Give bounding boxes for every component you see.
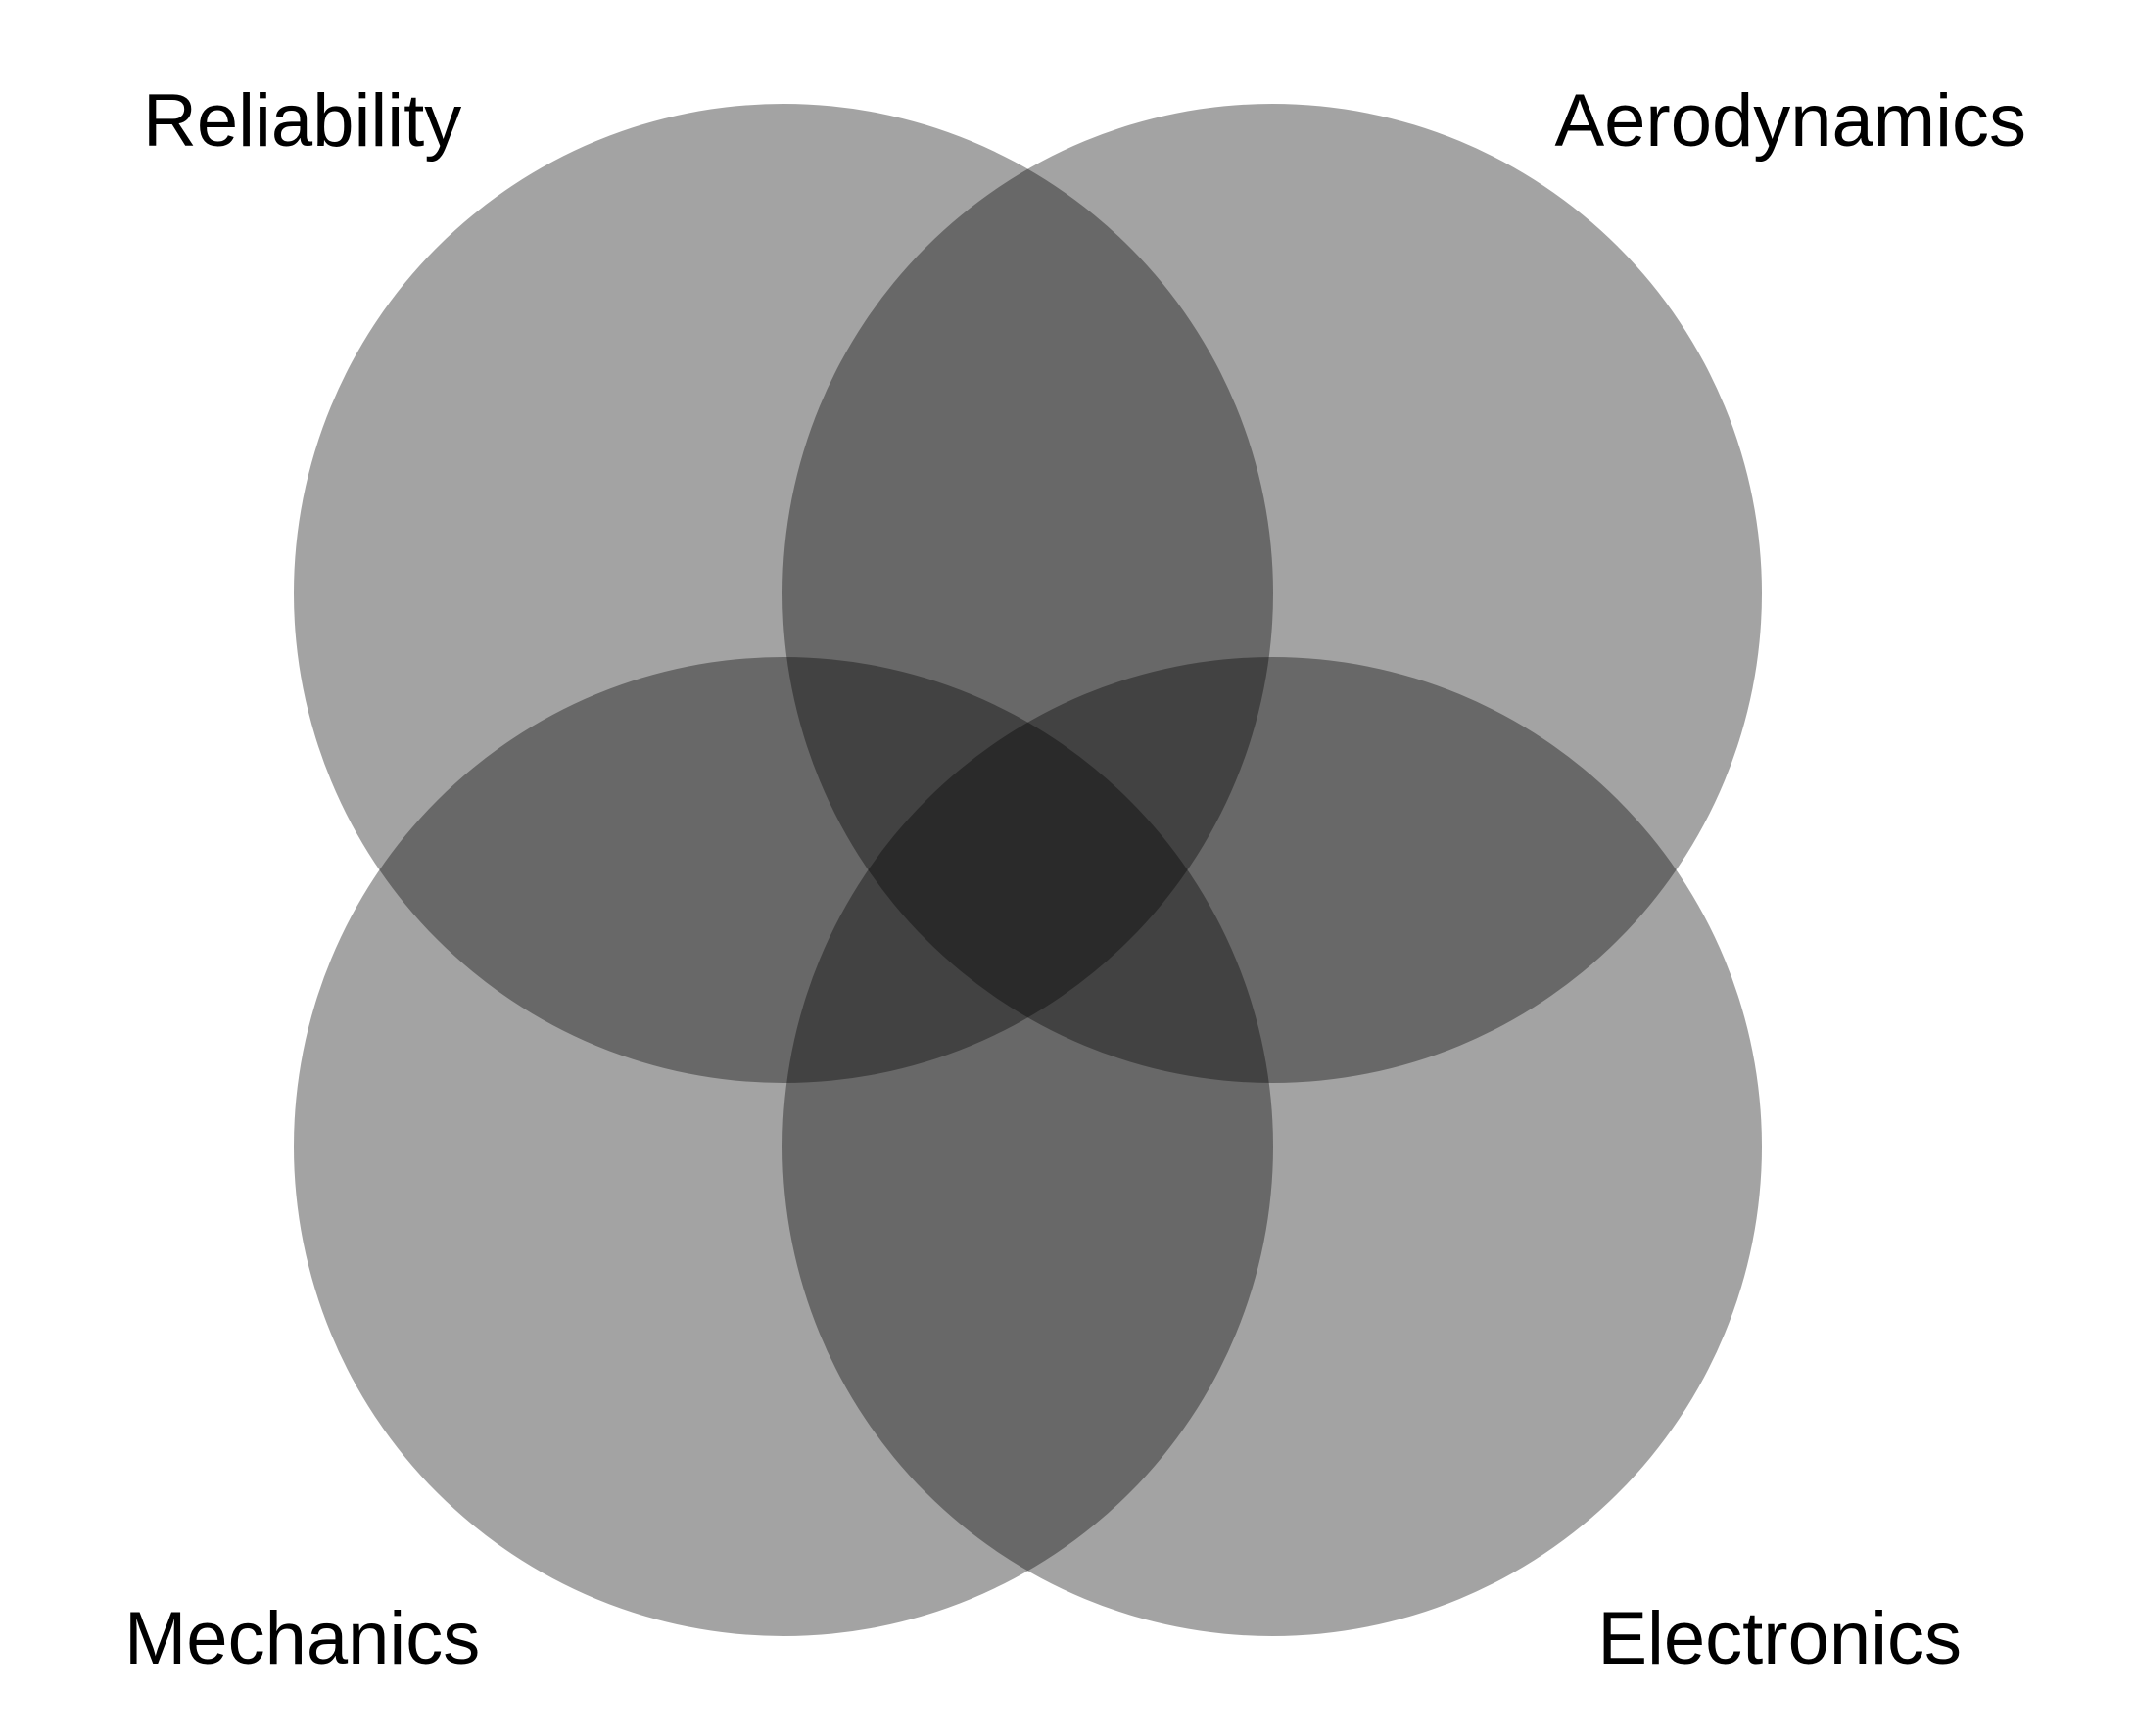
circle-mechanics xyxy=(294,657,1273,1636)
venn-labels: Reliability Aerodynamics Mechanics Elect… xyxy=(124,79,2026,1680)
venn-circles xyxy=(294,104,1762,1636)
circle-reliability xyxy=(294,104,1273,1083)
label-mechanics: Mechanics xyxy=(124,1597,480,1680)
label-reliability: Reliability xyxy=(143,79,461,163)
circle-electronics xyxy=(782,657,1762,1636)
circle-aerodynamics xyxy=(782,104,1762,1083)
label-electronics: Electronics xyxy=(1597,1597,1962,1680)
label-aerodynamics: Aerodynamics xyxy=(1554,79,2026,163)
